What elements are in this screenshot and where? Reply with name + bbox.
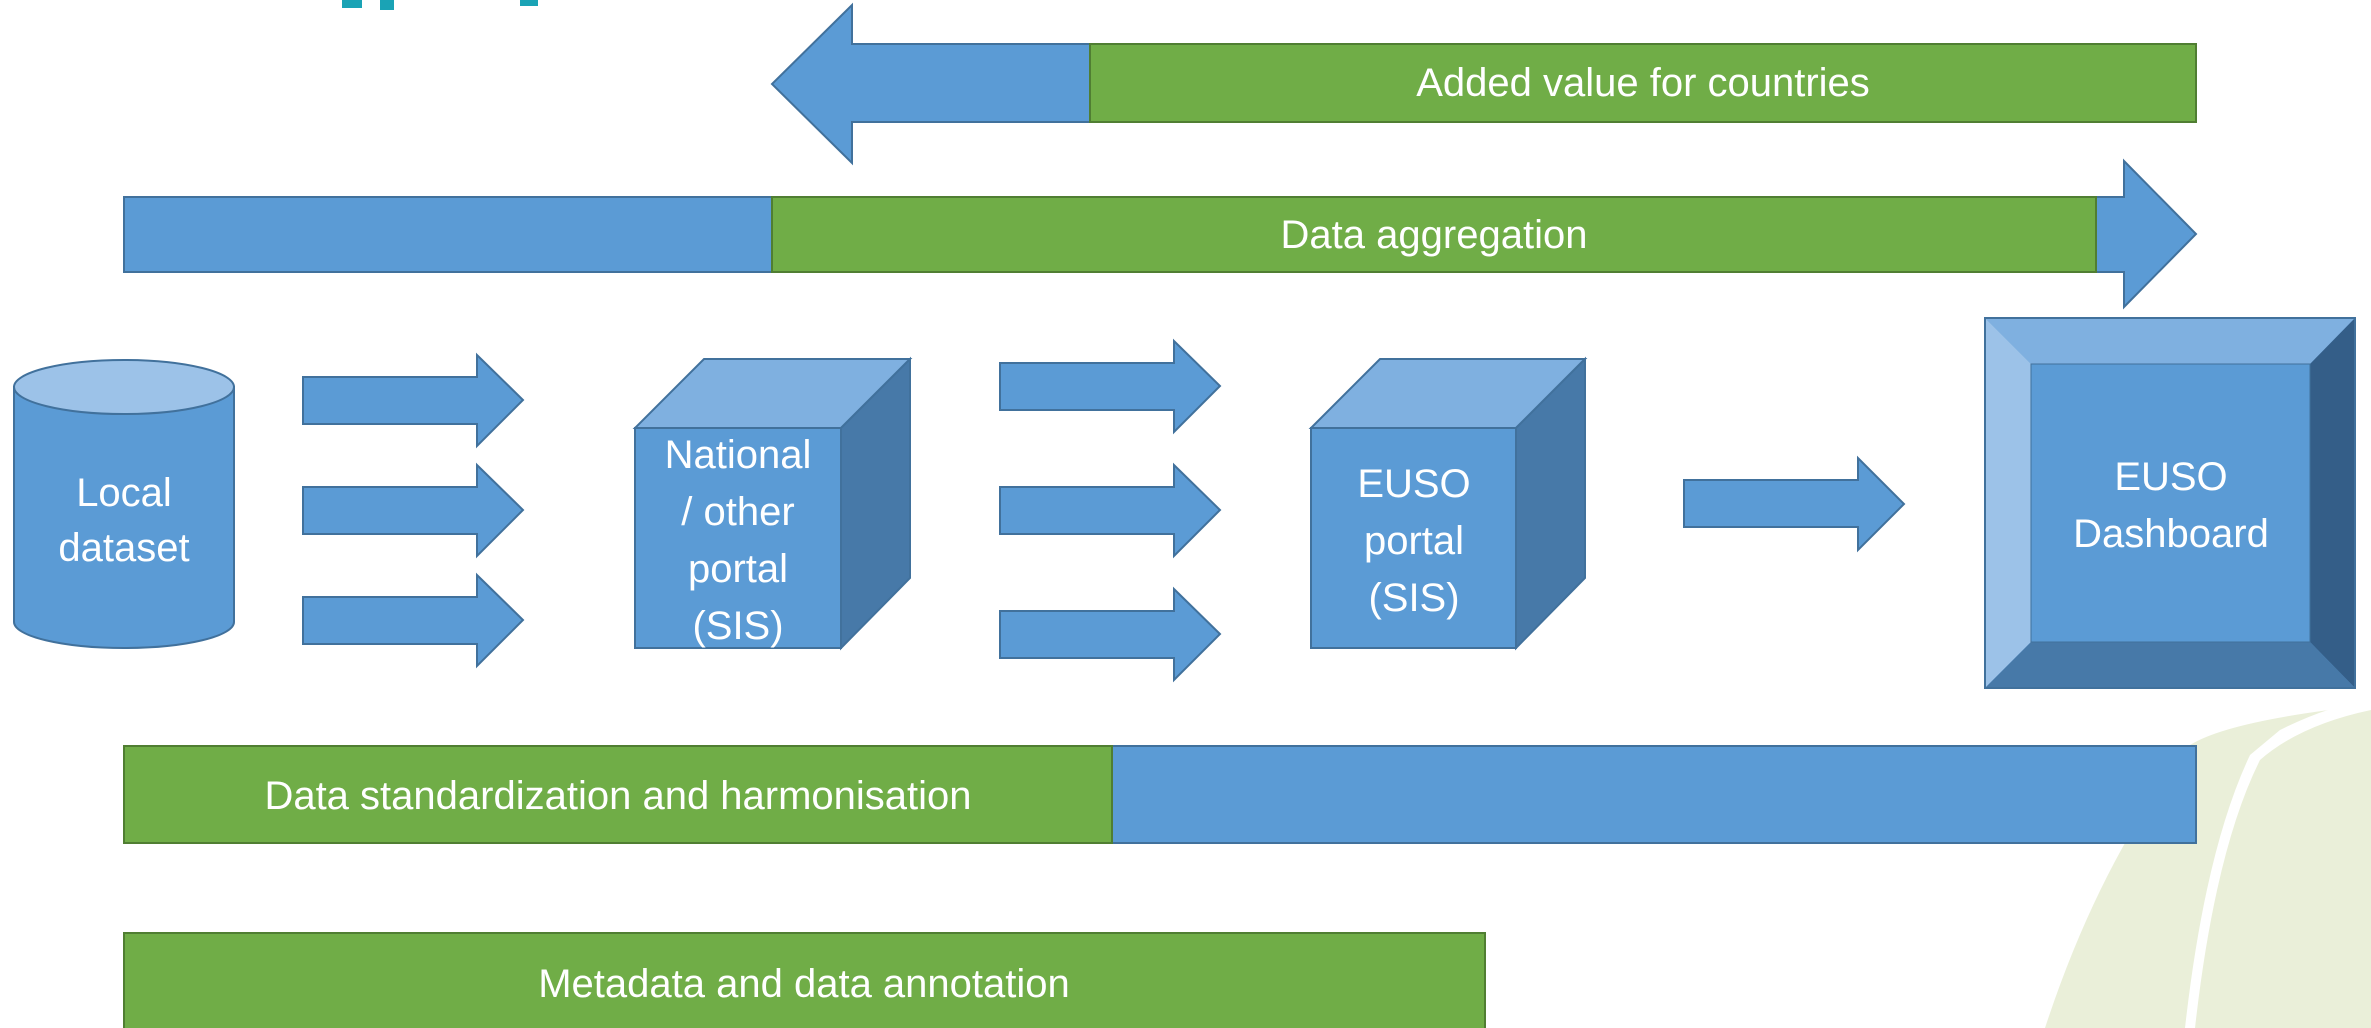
euso-portal-label-line2: portal: [1364, 519, 1464, 563]
aggregation-label: Data aggregation: [1281, 213, 1588, 257]
portal-to-dashboard-arrow: [1683, 455, 1906, 553]
local-to-national-arrows: [302, 352, 525, 669]
background-swoosh: [2045, 700, 2371, 1028]
aggregation-bar: Data aggregation: [771, 196, 2097, 273]
flow-arrow: [302, 572, 525, 669]
flow-arrow: [302, 462, 525, 559]
national-portal-label-line2: / other: [681, 490, 794, 534]
national-to-euso-arrows: [999, 338, 1222, 683]
added-value-bar: Added value for countries: [1089, 43, 2197, 123]
flow-arrow: [999, 462, 1222, 559]
local-dataset-cylinder: Local dataset: [13, 359, 235, 649]
standardization-label: Data standardization and harmonisation: [264, 774, 971, 818]
national-portal-label-line3: portal: [688, 547, 788, 591]
flow-arrow: [1683, 455, 1906, 553]
standardization-bar: Data standardization and harmonisation: [123, 745, 2197, 844]
euso-portal-label-line1: EUSO: [1357, 462, 1470, 506]
local-dataset-label-line2: dataset: [58, 526, 189, 570]
national-portal-label-line1: National: [665, 433, 812, 477]
flow-arrow: [999, 586, 1222, 683]
local-dataset-label-line1: Local: [76, 471, 172, 515]
national-portal-cube: National / other portal (SIS): [632, 356, 913, 651]
flow-arrow: [302, 352, 525, 449]
euso-portal-cube: EUSO portal (SIS): [1308, 356, 1588, 651]
euso-dashboard-label-line1: EUSO: [2114, 455, 2227, 499]
national-portal-label-line4: (SIS): [692, 604, 783, 648]
euso-dashboard-label-line2: Dashboard: [2073, 512, 2269, 556]
euso-dashboard-box: EUSO Dashboard: [1984, 317, 2356, 689]
metadata-label: Metadata and data annotation: [538, 962, 1070, 1006]
added-value-label: Added value for countries: [1416, 61, 1870, 105]
title-fragment: [342, 0, 538, 10]
flow-arrow: [999, 338, 1222, 435]
metadata-bar: Metadata and data annotation: [123, 932, 1486, 1028]
euso-portal-label-line3: (SIS): [1368, 576, 1459, 620]
added-value-arrow: [770, 2, 1093, 166]
